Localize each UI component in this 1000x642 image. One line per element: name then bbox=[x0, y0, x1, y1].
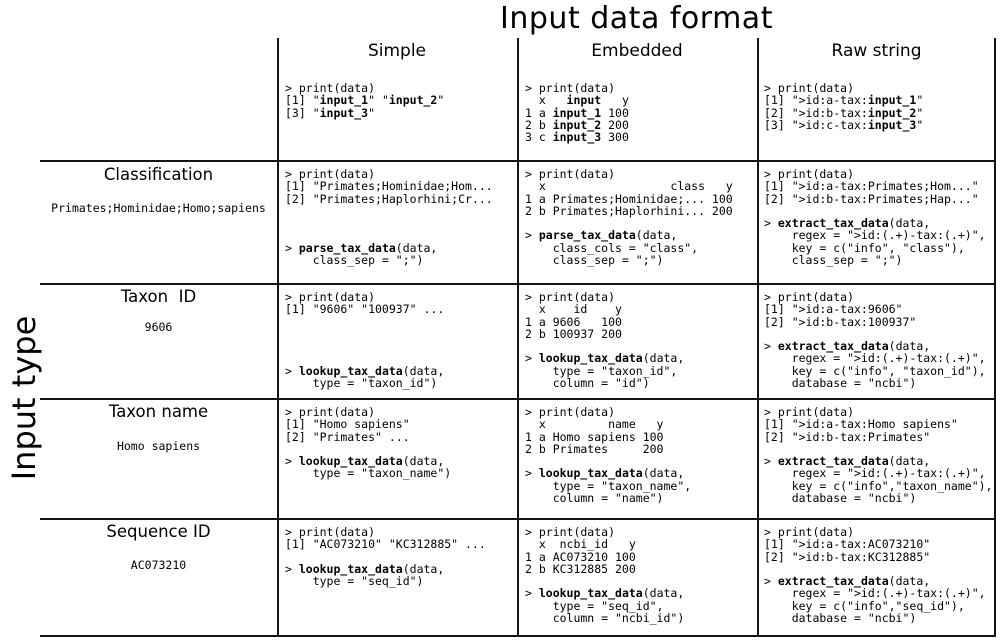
code-cell-format-example-raw-string: > print(data)[1] ">id:a-tax:input_1"[2] … bbox=[764, 81, 924, 132]
y-axis-label: Input type bbox=[5, 315, 43, 481]
grid-vertical-line bbox=[277, 38, 279, 637]
grid-horizontal-line bbox=[40, 635, 996, 637]
grid-horizontal-line bbox=[40, 518, 996, 520]
code-cell-taxon-id-simple: > print(data)[1] "9606" "100937" ... > l… bbox=[285, 290, 445, 391]
code-cell-taxon-name-simple: > print(data)[1] "Homo sapiens"[2] "Prim… bbox=[285, 405, 452, 481]
row-header-taxon-id: Taxon ID bbox=[120, 287, 197, 306]
code-cell-format-example-simple: > print(data)[1] "input_1" "input_2"[3] … bbox=[285, 81, 445, 120]
row-header-taxon-name: Taxon name bbox=[108, 402, 209, 421]
row-example-sequence-id: AC073210 bbox=[130, 558, 187, 572]
grid-vertical-line bbox=[994, 38, 996, 637]
code-cell-taxon-name-raw-string: > print(data)[1] ">id:a-tax:Homo sapiens… bbox=[764, 405, 993, 506]
code-cell-sequence-id-raw-string: > print(data)[1] ">id:a-tax:AC073210"[2]… bbox=[764, 525, 986, 626]
row-header-classification: Classification bbox=[103, 165, 214, 184]
column-header-raw-string: Raw string bbox=[831, 41, 922, 61]
code-cell-sequence-id-simple: > print(data)[1] "AC073210" "KC312885" .… bbox=[285, 525, 486, 589]
grid-horizontal-line bbox=[40, 160, 996, 162]
grid-horizontal-line bbox=[40, 398, 996, 400]
row-example-classification: Primates;Hominidae;Homo;sapiens bbox=[51, 201, 266, 215]
figure-title: Input data format bbox=[500, 1, 773, 36]
grid-horizontal-line bbox=[40, 283, 996, 285]
row-example-taxon-id: 9606 bbox=[144, 320, 173, 334]
row-example-taxon-name: Homo sapiens bbox=[116, 439, 201, 453]
grid-vertical-line bbox=[517, 38, 519, 637]
code-cell-classification-raw-string: > print(data)[1] ">id:a-tax:Primates;Hom… bbox=[764, 167, 986, 268]
code-cell-taxon-id-raw-string: > print(data)[1] ">id:a-tax:9606"[2] ">i… bbox=[764, 290, 986, 391]
grid-vertical-line bbox=[757, 38, 759, 637]
row-header-sequence-id: Sequence ID bbox=[106, 522, 211, 541]
column-header-simple: Simple bbox=[367, 41, 427, 61]
code-cell-classification-simple: > print(data)[1] "Primates;Hominidae;Hom… bbox=[285, 167, 493, 268]
column-header-embedded: Embedded bbox=[591, 41, 683, 61]
